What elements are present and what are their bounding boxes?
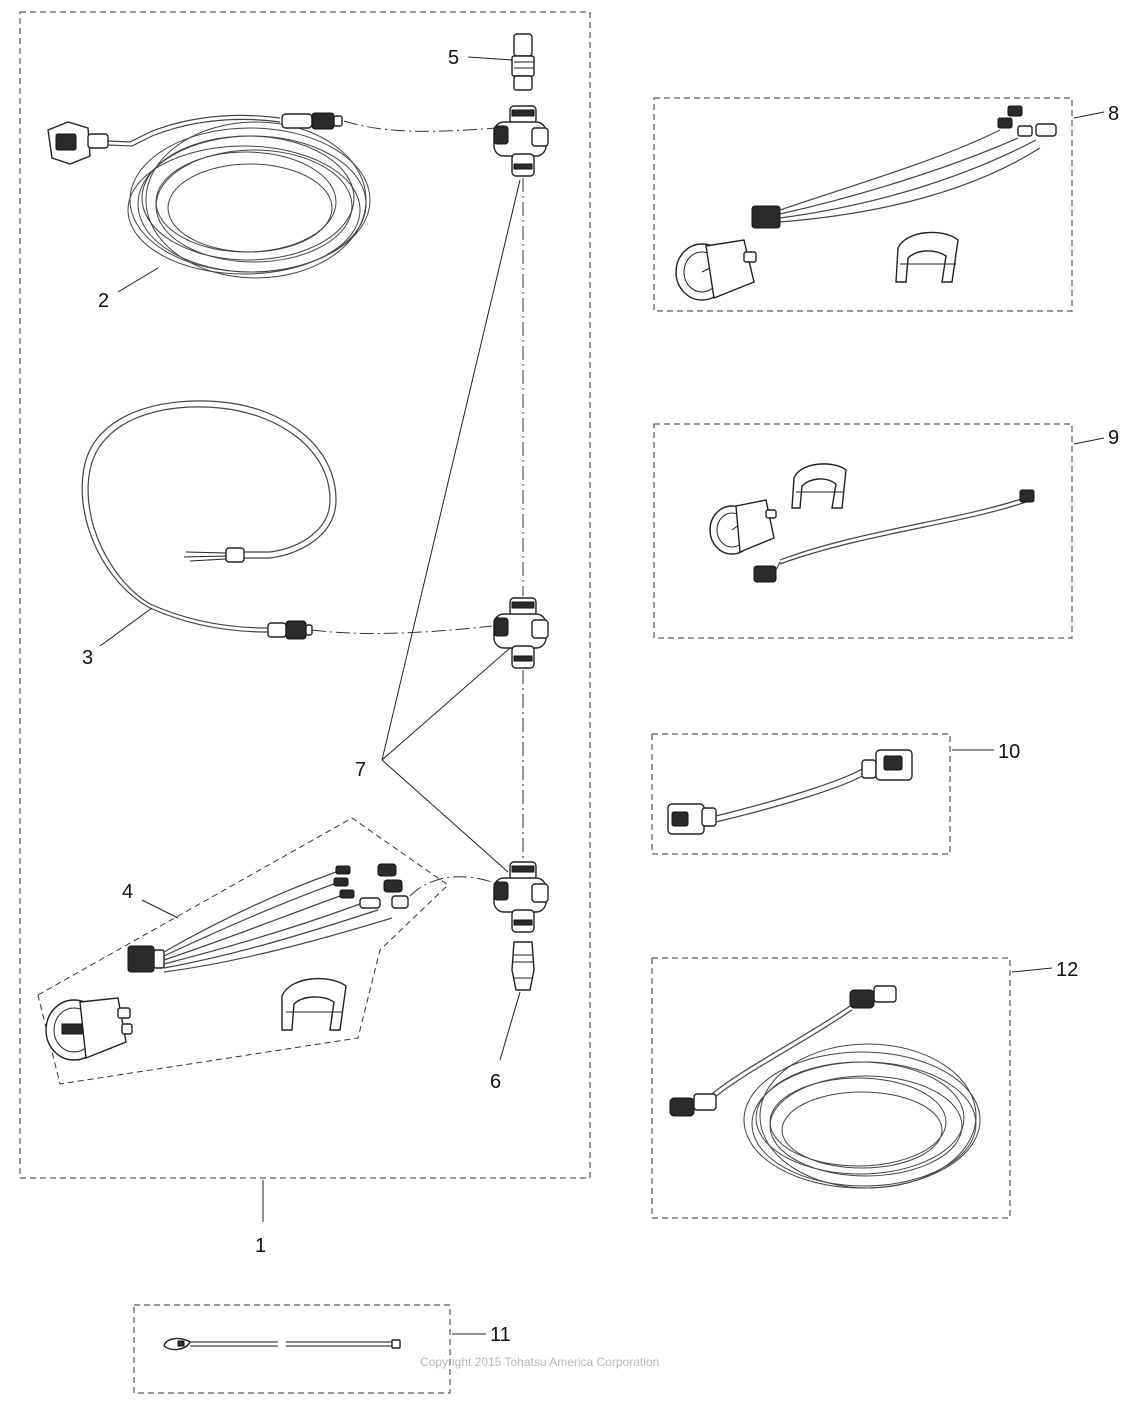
kit-8-boundary [653, 97, 1073, 312]
extension-cable-12 [669, 985, 981, 1189]
gauge-kit-8 [675, 105, 1057, 301]
leader-2 [117, 267, 159, 293]
kit-9-boundary [653, 423, 1073, 639]
leader-8 [1073, 111, 1105, 119]
gauge-kit-9 [709, 463, 1035, 583]
callout-9: 9 [1108, 427, 1119, 449]
kit-10-boundary [651, 733, 951, 855]
callout-8: 8 [1108, 103, 1119, 125]
callout-7: 7 [355, 759, 366, 781]
t-connector-middle [493, 597, 549, 669]
link-3-to-7 [311, 625, 493, 634]
terminator-6 [511, 941, 535, 991]
link-4-to-7 [409, 876, 493, 897]
leader-3 [99, 607, 153, 647]
sensor-11 [163, 1337, 401, 1351]
leader-7 [381, 179, 521, 873]
cable-harness-2 [47, 112, 371, 279]
callout-11: 11 [490, 1324, 511, 1346]
t-connector-bottom [493, 861, 549, 933]
kit-11-boundary [133, 1304, 451, 1394]
leader-6 [499, 991, 521, 1061]
callout-6: 6 [490, 1071, 501, 1093]
gauge-kit-4 [45, 863, 409, 1061]
cable-3 [81, 400, 337, 640]
callout-1: 1 [255, 1235, 266, 1257]
leader-4 [141, 899, 179, 919]
leader-5 [467, 56, 513, 61]
kit-1-boundary [19, 11, 591, 1179]
kit-12-boundary [651, 957, 1011, 1219]
copyright-text: Copyright 2015 Tohatsu America Corporati… [420, 1355, 659, 1369]
leader-12 [1011, 967, 1053, 973]
link-2-to-7 [343, 120, 497, 132]
callout-2: 2 [98, 290, 109, 312]
terminator-5 [511, 33, 535, 91]
callout-5: 5 [448, 47, 459, 69]
leader-9 [1073, 437, 1105, 445]
t-connector-top [493, 105, 549, 177]
callout-10: 10 [998, 741, 1020, 763]
callout-12: 12 [1056, 959, 1078, 981]
callout-3: 3 [82, 647, 93, 669]
kit-4-boundary [37, 817, 449, 1085]
adapter-cable-10 [667, 749, 913, 835]
callout-4: 4 [122, 881, 133, 903]
